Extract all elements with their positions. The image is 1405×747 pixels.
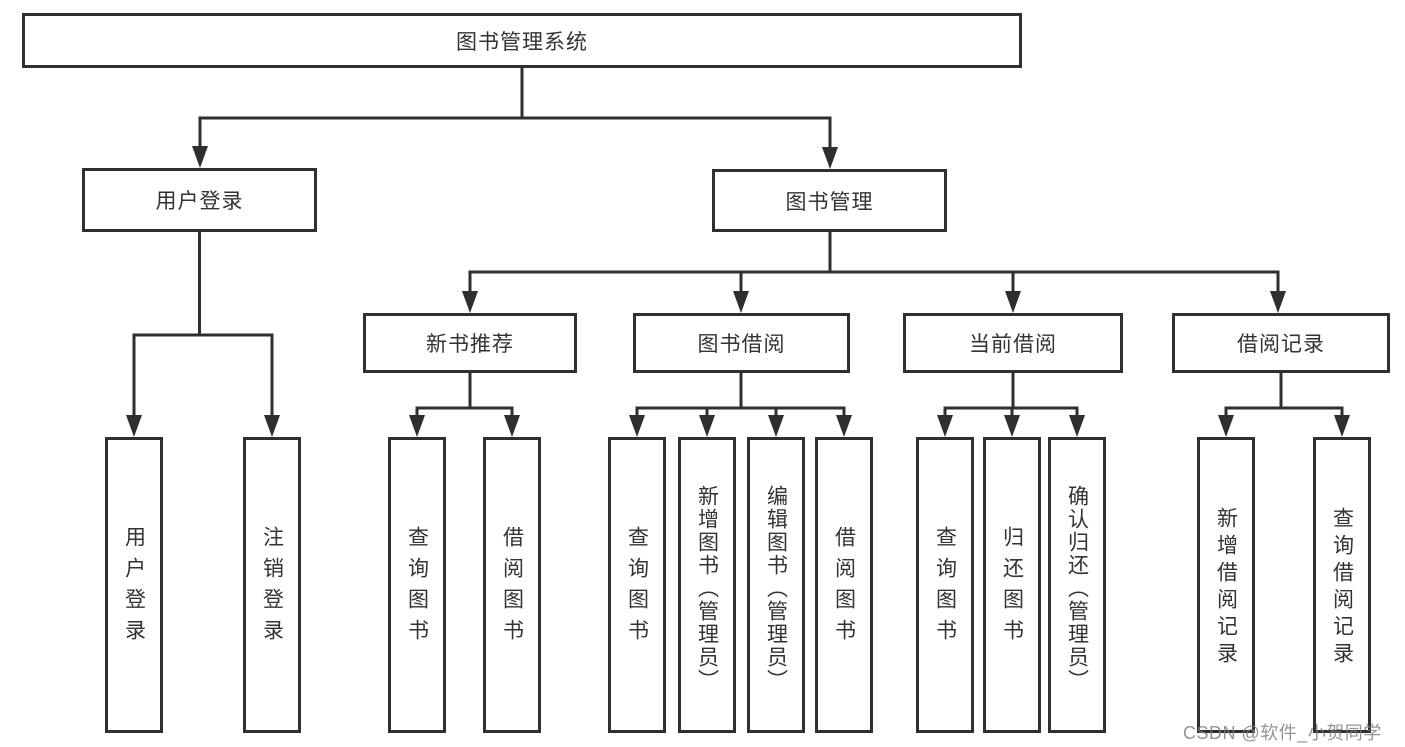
leaf-bb-borrow-books: 借阅图书 — [815, 437, 873, 733]
leaf-nb-borrow-books: 借阅图书 — [483, 437, 541, 733]
leaf-nb-query-books: 查询图书 — [388, 437, 446, 733]
node-current-borrowing: 当前借阅 — [903, 313, 1123, 373]
leaf-br-add-record: 新增借阅记录 — [1197, 437, 1255, 733]
connector-root — [192, 68, 838, 169]
leaf-logout: 注销登录 — [243, 437, 301, 733]
connector-book-mgmt-children — [462, 232, 1286, 313]
node-new-book-recommendation: 新书推荐 — [363, 313, 577, 373]
node-book-borrowing: 图书借阅 — [633, 313, 850, 373]
node-book-management: 图书管理 — [712, 169, 947, 232]
leaf-cb-query-books: 查询图书 — [916, 437, 974, 733]
connector-user-login-children — [126, 232, 280, 437]
leaf-bb-add-books-admin: 新增图书（管理员） — [678, 437, 736, 733]
leaf-bb-query-books: 查询图书 — [608, 437, 666, 733]
node-user-login: 用户登录 — [82, 168, 317, 232]
node-library-system: 图书管理系统 — [22, 13, 1022, 68]
leaf-bb-edit-books-admin: 编辑图书（管理员） — [747, 437, 805, 733]
leaf-cb-confirm-return-admin: 确认归还（管理员） — [1048, 437, 1106, 733]
leaf-user-login: 用户登录 — [105, 437, 163, 733]
node-borrowing-records: 借阅记录 — [1172, 313, 1390, 373]
connector-current-borrow-children — [937, 373, 1085, 437]
csdn-watermark: CSDN @软件_小贺同学 — [1183, 723, 1382, 743]
leaf-cb-return-books: 归还图书 — [983, 437, 1041, 733]
connector-record-children — [1218, 373, 1350, 437]
leaf-br-query-record: 查询借阅记录 — [1313, 437, 1371, 733]
connector-new-book-children — [409, 373, 520, 437]
connector-book-borrow-children — [629, 373, 852, 437]
